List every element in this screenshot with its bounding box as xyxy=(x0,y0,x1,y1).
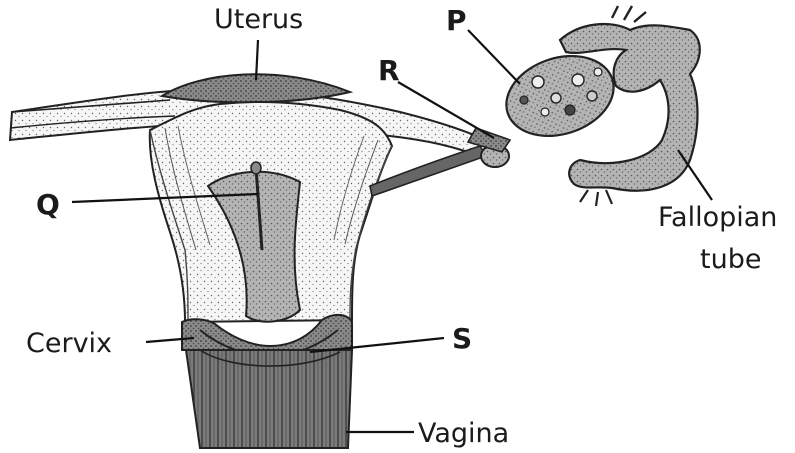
label-r: R xyxy=(378,54,400,87)
label-fallopian-line2: tube xyxy=(700,244,761,275)
ovary xyxy=(496,43,624,149)
vagina xyxy=(186,350,352,448)
label-p: P xyxy=(446,4,467,37)
label-cervix: Cervix xyxy=(26,328,112,359)
leader-p xyxy=(468,30,520,84)
label-fallopian-line1: Fallopian xyxy=(658,202,777,233)
label-vagina: Vagina xyxy=(418,418,509,449)
label-s: S xyxy=(452,322,472,355)
label-uterus: Uterus xyxy=(214,4,303,35)
label-q: Q xyxy=(36,188,60,221)
leader-fallopian xyxy=(678,150,712,200)
